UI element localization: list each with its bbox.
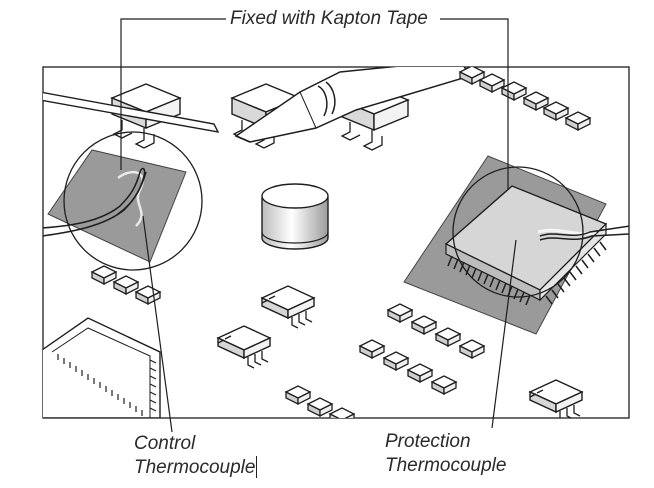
protection-thermocouple-area bbox=[403, 155, 629, 335]
protection-label-line2: Thermocouple bbox=[385, 455, 507, 476]
kapton-tape-label: Fixed with Kapton Tape bbox=[228, 7, 430, 31]
solder-wire bbox=[43, 91, 220, 133]
control-label-line1: Control bbox=[134, 433, 196, 454]
control-thermocouple-label: Control Thermocouple bbox=[134, 432, 258, 480]
cylinder-component bbox=[261, 183, 329, 250]
control-thermocouple-area bbox=[43, 131, 203, 271]
text-cursor bbox=[256, 456, 258, 478]
callout-leader-lines bbox=[120, 18, 517, 433]
protection-thermocouple-label: Protection Thermocouple bbox=[385, 430, 506, 478]
protection-label-line1: Protection bbox=[385, 431, 471, 452]
large-qfp-chip-bottom-left bbox=[43, 317, 161, 418]
control-label-line2: Thermocouple bbox=[134, 457, 256, 478]
